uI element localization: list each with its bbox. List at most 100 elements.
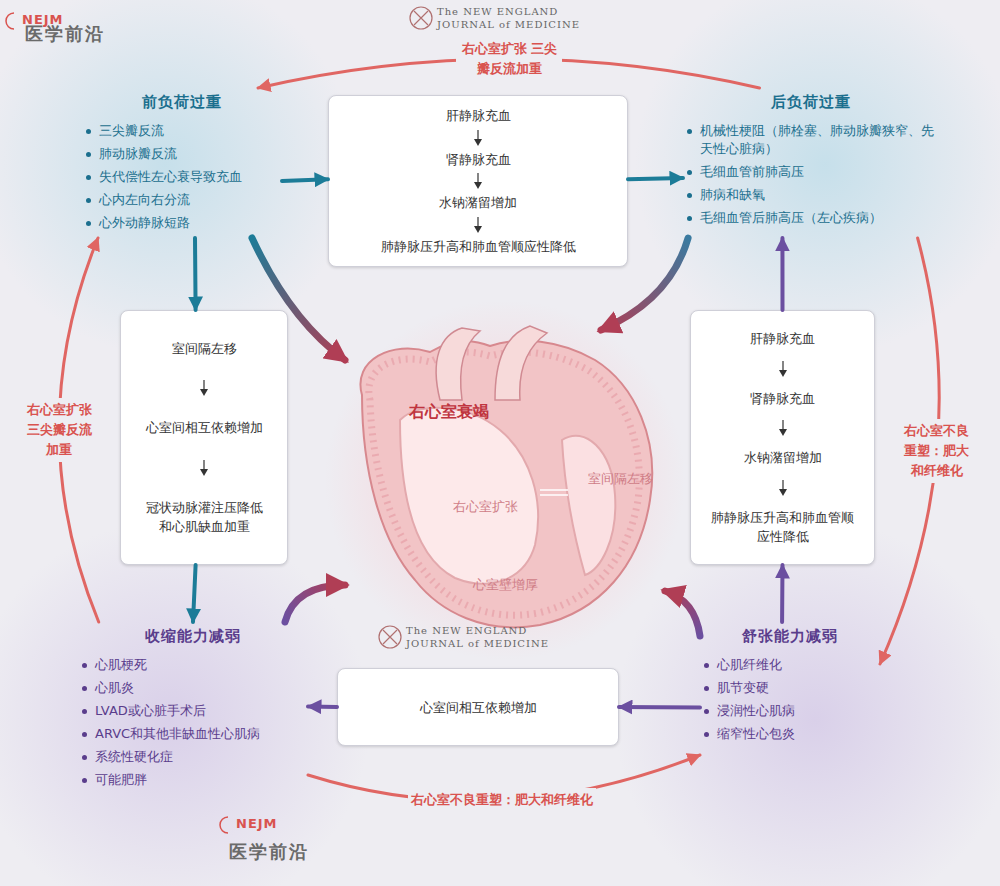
edge-label: 右心室不良重塑：肥大和纤维化	[899, 419, 975, 483]
step-arrow	[473, 173, 483, 189]
journal-logo: JOURNAL of MEDICINE	[406, 638, 549, 649]
flow-box: 室间隔左移心室间相互依赖增加冠状动脉灌注压降低和心肌缺血加重	[120, 310, 288, 565]
group-heading: 后负荷过重	[683, 92, 938, 112]
list-item: 心外动静脉短路	[99, 214, 190, 232]
flow-step: 肝静脉充血	[446, 106, 511, 125]
step-arrow	[778, 361, 788, 377]
list-item: 浸润性心肌病	[717, 702, 795, 720]
list-item: 缩窄性心包炎	[717, 725, 795, 743]
bullet-dot	[704, 686, 709, 691]
list-row: 系统性硬化症	[78, 748, 308, 766]
logo-text: NEJM	[22, 12, 64, 27]
step-arrow-head	[779, 429, 787, 436]
list-row: 毛细血管后肺高压（左心疾病）	[683, 209, 938, 227]
step-arrow-head	[779, 370, 787, 377]
flow-arrow	[665, 591, 700, 636]
list-item: ARVC和其他非缺血性心肌病	[95, 725, 260, 743]
step-arrow	[473, 130, 483, 146]
edge-label: 右心室不良重塑：肥大和纤维化	[408, 788, 596, 812]
group-heading: 舒张能力减弱	[700, 626, 880, 646]
list-item: 心内左向右分流	[99, 191, 190, 209]
bullet-dot	[704, 709, 709, 714]
list-row: 肺动脉瓣反流	[82, 145, 282, 163]
flow-box: 心室间相互依赖增加	[337, 668, 619, 746]
flow-arrow	[193, 238, 198, 310]
flow-arrow	[59, 238, 99, 622]
list-item: 三尖瓣反流	[99, 122, 164, 140]
flow-step: 心室间相互依赖增加	[146, 418, 263, 437]
bullet-dot	[82, 755, 87, 760]
list-row: 心肌炎	[78, 679, 308, 697]
list-item: 肺动脉瓣反流	[99, 145, 177, 163]
bullet-dot	[86, 175, 91, 180]
flow-box: 肝静脉充血肾静脉充血水钠潴留增加肺静脉压升高和肺血管顺应性降低	[690, 310, 875, 565]
list-row: 机械性梗阻（肺栓塞、肺动脉瓣狭窄、先天性心脏病）	[683, 122, 938, 158]
step-arrow-head	[474, 226, 482, 233]
bullet-dot	[82, 686, 87, 691]
step-arrow-head	[474, 139, 482, 146]
list-row: 三尖瓣反流	[82, 122, 282, 140]
edge-label: 右心室扩张 三尖瓣反流加重	[456, 37, 562, 81]
bullet-dot	[704, 663, 709, 668]
heart-glow	[325, 300, 685, 660]
flow-arrow	[619, 705, 700, 709]
bullet-dot	[82, 778, 87, 783]
bullet-dot	[86, 198, 91, 203]
glow	[615, 520, 1000, 886]
step-arrow	[199, 380, 209, 396]
bullet-dot	[82, 732, 87, 737]
heart-node: 右心室衰竭右心室扩张室间隔左移心室壁增厚	[345, 330, 665, 630]
step-arrow	[778, 480, 788, 496]
bullet-dot	[687, 129, 692, 134]
flow-arrow	[880, 238, 939, 664]
group-heading: 前负荷过重	[82, 92, 282, 112]
list-row: 失代偿性左心衰导致充血	[82, 168, 282, 186]
step-arrow	[473, 217, 483, 233]
glow	[0, 0, 355, 355]
heart-label: 室间隔左移	[588, 470, 653, 488]
list-item: 毛细血管后肺高压（左心疾病）	[700, 209, 882, 227]
journal-logo: The NEW ENGLAND	[406, 625, 527, 636]
flow-arrow	[780, 238, 784, 310]
list-row: 肌节变硬	[700, 679, 880, 697]
flow-arrow	[308, 755, 700, 801]
flow-step: 肾静脉充血	[446, 150, 511, 169]
flow-step: 室间隔左移	[172, 339, 237, 358]
list-item: 心肌梗死	[95, 656, 147, 674]
list-row: LVAD或心脏手术后	[78, 702, 308, 720]
step-arrow-head	[200, 469, 208, 476]
bullet-dot	[86, 152, 91, 157]
list-row: 心外动静脉短路	[82, 214, 282, 232]
heart-label: 右心室衰竭	[409, 402, 489, 423]
list-item: 可能肥胖	[95, 771, 147, 789]
glow	[0, 520, 370, 886]
list-row: ARVC和其他非缺血性心肌病	[78, 725, 308, 743]
flow-arrow	[282, 179, 328, 181]
list-item: 系统性硬化症	[95, 748, 173, 766]
flow-step: 水钠潴留增加	[439, 193, 517, 212]
bullet-dot	[687, 193, 692, 198]
group-heading: 收缩能力减弱	[78, 626, 308, 646]
list-row: 心肌梗死	[78, 656, 308, 674]
flow-step: 肾静脉充血	[750, 389, 815, 408]
flow-step: 水钠潴留增加	[744, 448, 822, 467]
bullet-dot	[86, 129, 91, 134]
watermark: 医学前沿	[229, 840, 309, 864]
glow	[635, 0, 1000, 355]
list-item: 机械性梗阻（肺栓塞、肺动脉瓣狭窄、先天性心脏病）	[700, 122, 938, 158]
list-item: LVAD或心脏手术后	[95, 702, 206, 720]
flow-step: 冠状动脉灌注压降低和心肌缺血加重	[144, 498, 264, 536]
list-row: 心肌纤维化	[700, 656, 880, 674]
edge-label: 右心室扩张 三尖瓣反流加重	[21, 398, 97, 462]
list-item: 心肌纤维化	[717, 656, 782, 674]
step-arrow-head	[200, 389, 208, 396]
flow-arrow	[193, 565, 196, 622]
step-arrow-head	[779, 489, 787, 496]
list-item: 毛细血管前肺高压	[700, 163, 804, 181]
list-row: 可能肥胖	[78, 771, 308, 789]
list-row: 毛细血管前肺高压	[683, 163, 938, 181]
bullet-dot	[82, 663, 87, 668]
flow-step: 肝静脉充血	[750, 329, 815, 348]
list-row: 心内左向右分流	[82, 191, 282, 209]
flow-box: 肝静脉充血肾静脉充血水钠潴留增加肺静脉压升高和肺血管顺应性降低	[328, 95, 628, 267]
